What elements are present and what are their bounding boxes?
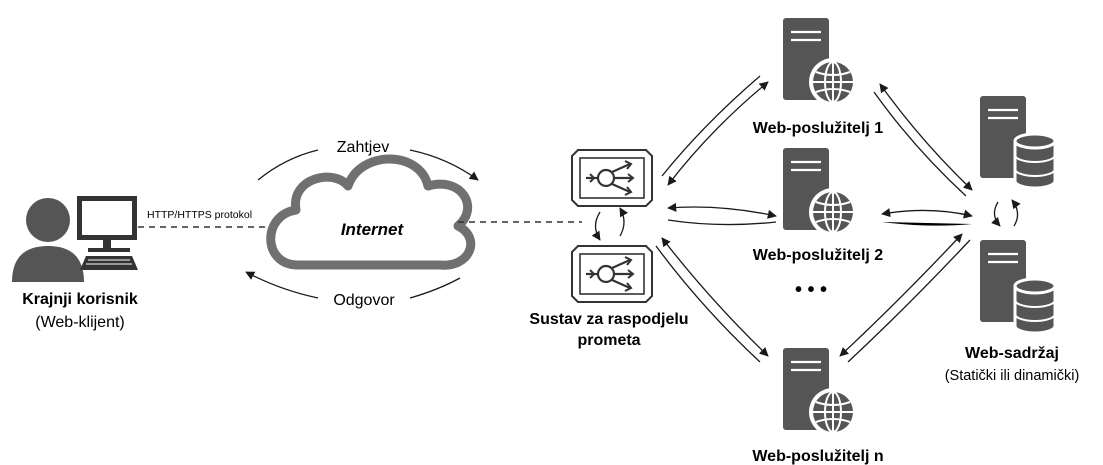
server-n-label: Web-poslužitelj n (752, 448, 883, 465)
connection-label: HTTP/HTTPS protokol (147, 209, 252, 221)
client-title: Krajnji korisnik (22, 291, 138, 308)
client-subtitle: (Web-klijent) (35, 314, 125, 331)
request-label: Zahtjev (337, 139, 389, 156)
lb-sync-arrow-down (591, 211, 601, 241)
load-balancer-label-line1: Sustav za raspodjelu (529, 311, 688, 328)
lb-sync-arrow-up (619, 207, 629, 237)
internet-label: Internet (341, 220, 405, 239)
database-icon-bottom (978, 238, 1057, 335)
response-arrow-left (245, 271, 319, 299)
response-label: Odgovor (333, 292, 395, 309)
request-arrow-left (257, 149, 319, 181)
db-sync-arrow-down (991, 201, 1001, 227)
server-1-label: Web-poslužitelj 1 (753, 120, 883, 137)
server-n-icon (781, 346, 858, 437)
content-subtitle: (Statički ili dinamički) (945, 368, 1080, 384)
server2-db-arrows (881, 208, 973, 226)
server-2-icon (781, 146, 858, 237)
server1-db-arrows (873, 83, 973, 197)
lb-server2-arrows (667, 202, 777, 226)
server-2-label: Web-poslužitelj 2 (753, 247, 883, 264)
load-balancer-label-line2: prometa (577, 332, 640, 349)
database-icon-top (978, 94, 1057, 190)
request-arrow-right (409, 149, 479, 181)
db-sync-arrow-up (1011, 199, 1021, 227)
servern-db-arrows (839, 233, 971, 363)
lb-server1-arrows (661, 75, 769, 186)
load-balancer-icon-top (570, 148, 654, 208)
server-1-icon (781, 16, 858, 107)
load-balancer-icon-bottom (570, 244, 654, 304)
lb-servern-arrows (655, 237, 769, 363)
server-ellipsis: • • • (795, 279, 827, 301)
cloud-icon (266, 154, 476, 270)
user-icon (12, 198, 84, 282)
computer-icon (77, 196, 138, 270)
content-title: Web-sadržaj (965, 345, 1059, 362)
response-arrow-right (409, 277, 461, 299)
